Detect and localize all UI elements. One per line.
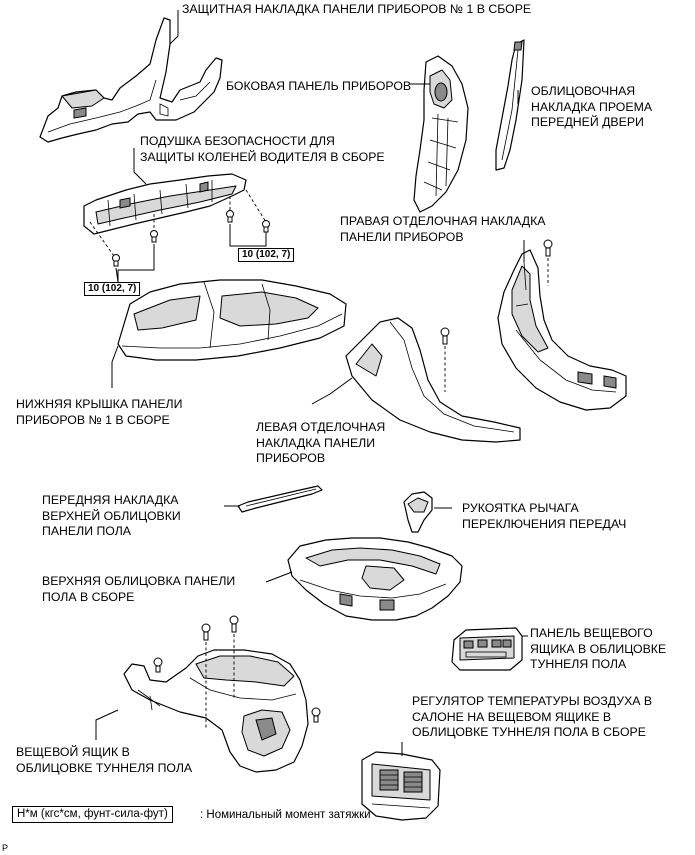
label-shift-knob: РУКОЯТКА РЫЧАГА ПЕРЕКЛЮЧЕНИЯ ПЕРЕДАЧ: [462, 501, 627, 531]
torque-spec-left: 10 (102, 7): [84, 282, 141, 296]
shift-knob-part: [403, 491, 433, 533]
box-panel-part: [451, 627, 523, 671]
console-box-bolt-3: [153, 657, 163, 673]
knee-airbag-bolt-1: [112, 254, 120, 267]
left-trim-part: [345, 317, 521, 443]
label-front-console-trim: ПЕРЕДНЯЯ НАКЛАДКА ВЕРХНЕЙ ОБЛИЦОВКИ ПАНЕ…: [42, 493, 181, 538]
label-console-box: ВЕЩЕВОЙ ЯЩИК В ОБЛИЦОВКЕ ТУННЕЛЯ ПОЛА: [16, 745, 193, 775]
console-box-bolt-1: [201, 623, 211, 641]
label-left-trim: ЛЕВАЯ ОТДЕЛОЧНАЯ НАКЛАДКА ПАНЕЛИ ПРИБОРО…: [256, 420, 386, 465]
lower-cover-part: [117, 279, 347, 361]
left-trim-clip: [440, 327, 450, 345]
knee-airbag-bolt-2: [150, 230, 158, 243]
console-box-part: [123, 649, 309, 773]
torque-spec-right: 10 (102, 7): [238, 248, 295, 262]
legend-torque-meaning: : Номинальный момент затяжки: [200, 809, 371, 821]
right-trim-part: [497, 249, 627, 411]
label-right-trim: ПРАВАЯ ОТДЕЛОЧНАЯ НАКЛАДКА ПАНЕЛИ ПРИБОР…: [340, 214, 546, 244]
dash-guard-part: [39, 17, 223, 143]
door-trim-part: [495, 39, 525, 171]
side-panel-part: [413, 55, 469, 213]
figure-id: P: [2, 843, 9, 853]
knee-airbag-bolt-3: [226, 210, 234, 223]
console-box-bolt-4: [311, 707, 321, 723]
front-console-trim-part: [237, 485, 323, 513]
label-dash-guard: ЗАЩИТНАЯ НАКЛАДКА ПАНЕЛИ ПРИБОРОВ № 1 В …: [182, 2, 532, 16]
label-knee-airbag: ПОДУШКА БЕЗОПАСНОСТИ ДЛЯ ЗАЩИТЫ КОЛЕНЕЙ …: [140, 134, 385, 164]
upper-console-part: [287, 537, 463, 621]
legend-torque-unit: Н*м (кгс*см, фунт-сила-фут): [12, 806, 173, 823]
label-rear-vent: РЕГУЛЯТОР ТЕМПЕРАТУРЫ ВОЗДУХА В САЛОНЕ Н…: [412, 694, 653, 739]
leader-lines: [95, 10, 528, 756]
label-door-trim: ОБЛИЦОВОЧНАЯ НАКЛАДКА ПРОЕМА ПЕРЕДНЕЙ ДВ…: [531, 84, 653, 129]
knee-airbag-bolt-4: [262, 220, 270, 233]
label-upper-console: ВЕРХНЯЯ ОБЛИЦОВКА ПАНЕЛИ ПОЛА В СБОРЕ: [42, 574, 236, 604]
console-box-bolt-2: [229, 615, 239, 633]
label-lower-cover: НИЖНЯЯ КРЫШКА ПАНЕЛИ ПРИБОРОВ № 1 В СБОР…: [16, 397, 183, 427]
label-box-panel: ПАНЕЛЬ ВЕЩЕВОГО ЯЩИКА В ОБЛИЦОВКЕ ТУННЕЛ…: [530, 626, 667, 671]
rear-vent-part: [361, 751, 441, 821]
right-trim-clip: [543, 239, 553, 257]
label-side-panel: БОКОВАЯ ПАНЕЛЬ ПРИБОРОВ: [226, 79, 412, 93]
knee-airbag-part: [83, 173, 247, 235]
